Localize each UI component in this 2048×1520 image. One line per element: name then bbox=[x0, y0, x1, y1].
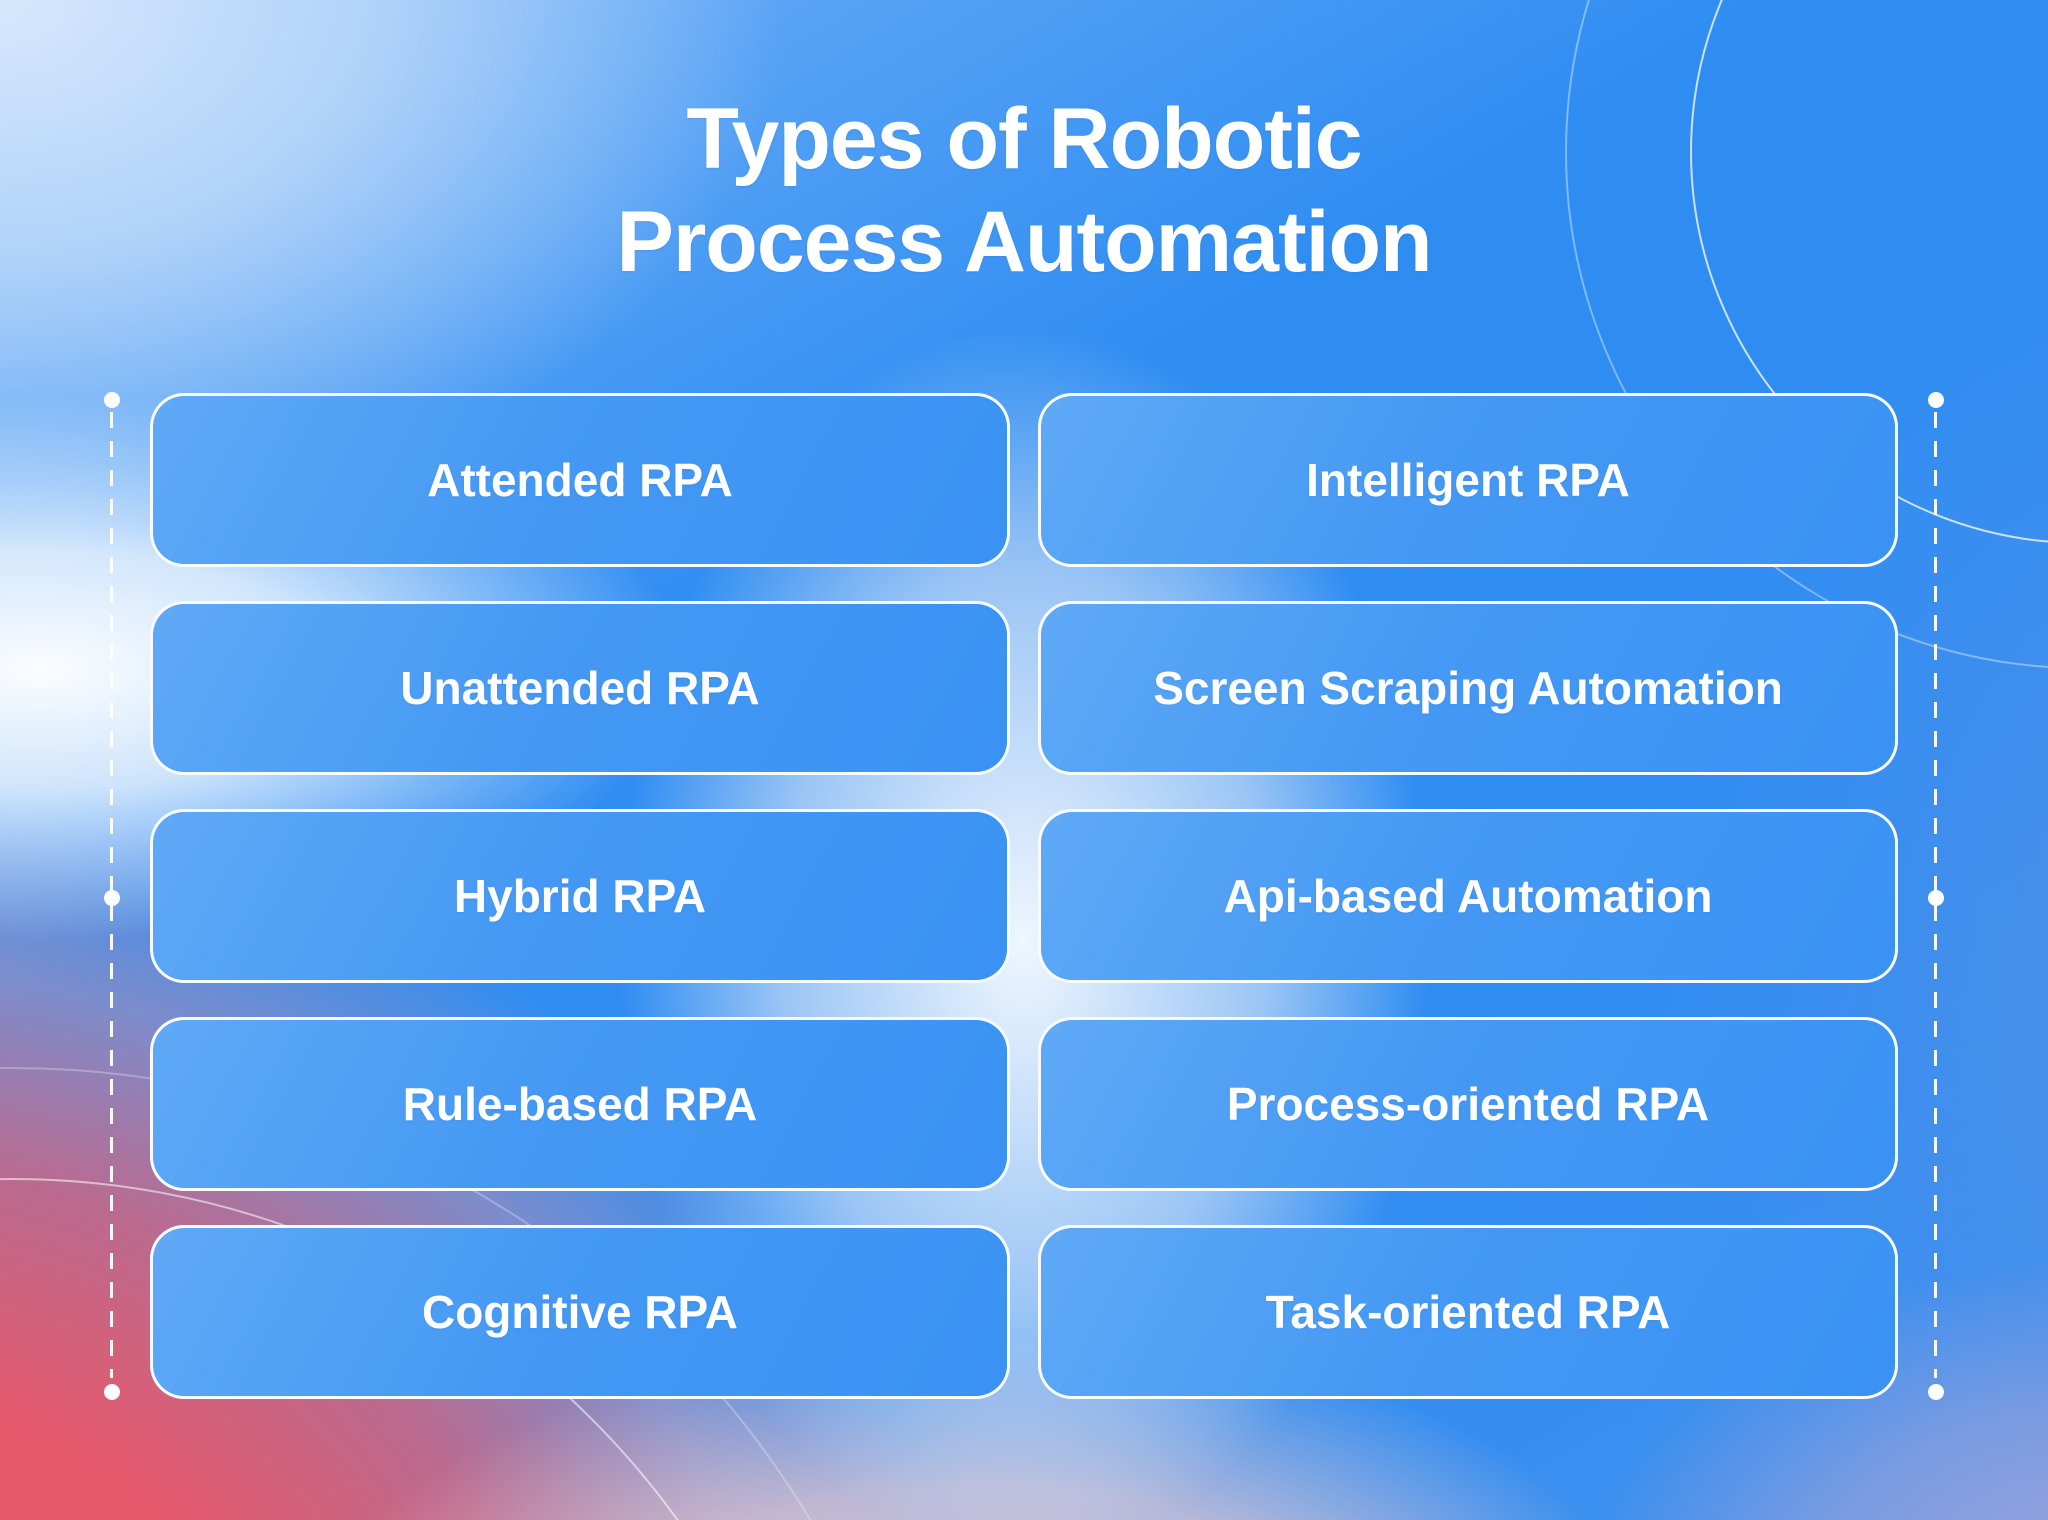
card-task-oriented-rpa: Task-oriented RPA bbox=[1038, 1225, 1898, 1399]
left-line-middle-dot bbox=[104, 890, 120, 906]
rpa-types-grid: Attended RPA Intelligent RPA Unattended … bbox=[150, 393, 1898, 1399]
card-process-oriented-rpa: Process-oriented RPA bbox=[1038, 1017, 1898, 1191]
card-api-based-automation: Api-based Automation bbox=[1038, 809, 1898, 983]
right-line-middle-dot bbox=[1928, 890, 1944, 906]
left-line-top-dot bbox=[104, 392, 120, 408]
card-rule-based-rpa: Rule-based RPA bbox=[150, 1017, 1010, 1191]
page-title: Types of Robotic Process Automation bbox=[0, 88, 2048, 294]
card-intelligent-rpa: Intelligent RPA bbox=[1038, 393, 1898, 567]
card-screen-scraping-automation: Screen Scraping Automation bbox=[1038, 601, 1898, 775]
card-unattended-rpa: Unattended RPA bbox=[150, 601, 1010, 775]
card-hybrid-rpa: Hybrid RPA bbox=[150, 809, 1010, 983]
card-attended-rpa: Attended RPA bbox=[150, 393, 1010, 567]
page-title-line-2: Process Automation bbox=[616, 194, 1432, 291]
right-line-top-dot bbox=[1928, 392, 1944, 408]
card-cognitive-rpa: Cognitive RPA bbox=[150, 1225, 1010, 1399]
right-line-bottom-dot bbox=[1928, 1384, 1944, 1400]
left-line-bottom-dot bbox=[104, 1384, 120, 1400]
page-title-line-1: Types of Robotic bbox=[686, 91, 1362, 187]
